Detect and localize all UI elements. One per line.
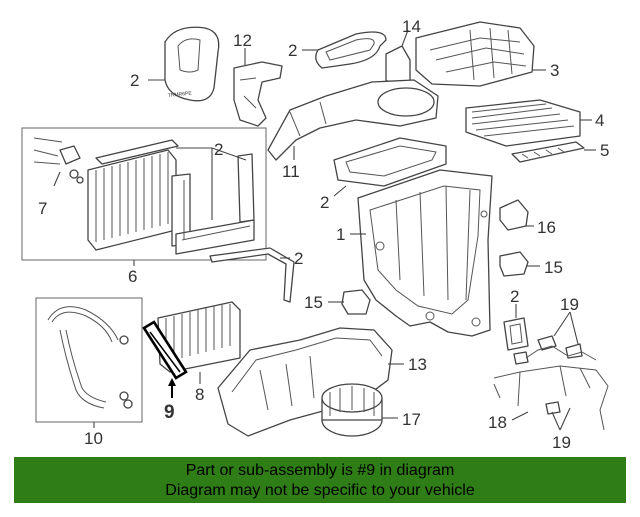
callout-3: 3: [550, 61, 559, 80]
filter-lid-text: TRMR6PE: [168, 90, 193, 99]
callout-5: 5: [600, 141, 609, 160]
callout-15: 15: [544, 258, 563, 277]
callout-8: 8: [195, 385, 204, 404]
callout-16: 16: [537, 218, 556, 237]
blower-motor-part-17: [321, 383, 383, 437]
callout-2: 2: [510, 287, 519, 306]
upper-case-part-3: [415, 21, 535, 87]
callout-1: 1: [336, 225, 345, 244]
main-housing-part-1: [357, 169, 493, 337]
callout-2: 2: [288, 41, 297, 60]
callout-18: 18: [488, 413, 507, 432]
cabin-filter-part-4: [465, 99, 581, 147]
seal-loop-part: [209, 247, 295, 303]
callout-19: 19: [560, 295, 579, 314]
callout-9: 9: [164, 402, 175, 423]
hoses-group-box: [35, 297, 143, 423]
actuator-part-15-center: [341, 289, 371, 315]
callout-6: 6: [128, 267, 137, 286]
lower-case-part-13: [217, 327, 393, 437]
top-seal-part: [333, 137, 447, 187]
actuator-part-16: [499, 199, 529, 231]
bracket-part-12: [233, 61, 283, 127]
duct-part-5: [511, 141, 585, 163]
callout-2: 2: [214, 140, 223, 159]
heater-core-part-8: [157, 301, 241, 373]
wiring-harness-part-18: [493, 335, 609, 431]
callout-10: 10: [84, 429, 103, 448]
highlighted-part-9: [142, 320, 188, 380]
actuator-part-15-right: [499, 251, 529, 277]
callout-12: 12: [233, 31, 252, 50]
seal-frame-part: [315, 31, 387, 69]
evaporator-group-box: [21, 127, 267, 261]
small-seal-part: [503, 317, 529, 351]
callout-15: 15: [304, 293, 323, 312]
callout-2: 2: [294, 249, 303, 268]
callout-4: 4: [595, 111, 604, 130]
callout-2: 2: [320, 193, 329, 212]
callout-14: 14: [402, 17, 421, 36]
callout-7: 7: [38, 199, 47, 218]
banner-line-1: Part or sub-assembly is #9 in diagram: [185, 462, 455, 479]
duct-part-11: [267, 79, 439, 161]
filter-lid-part: TRMR6PE: [164, 26, 220, 102]
banner-line-2: Diagram may not be specific to your vehi…: [165, 482, 475, 499]
callout-17: 17: [402, 410, 421, 429]
callout-13: 13: [408, 355, 427, 374]
callout-11: 11: [282, 162, 300, 181]
info-banner: Part or sub-assembly is #9 in diagram Di…: [14, 457, 626, 503]
callout-2: 2: [130, 71, 139, 90]
callout-19: 19: [552, 433, 571, 452]
